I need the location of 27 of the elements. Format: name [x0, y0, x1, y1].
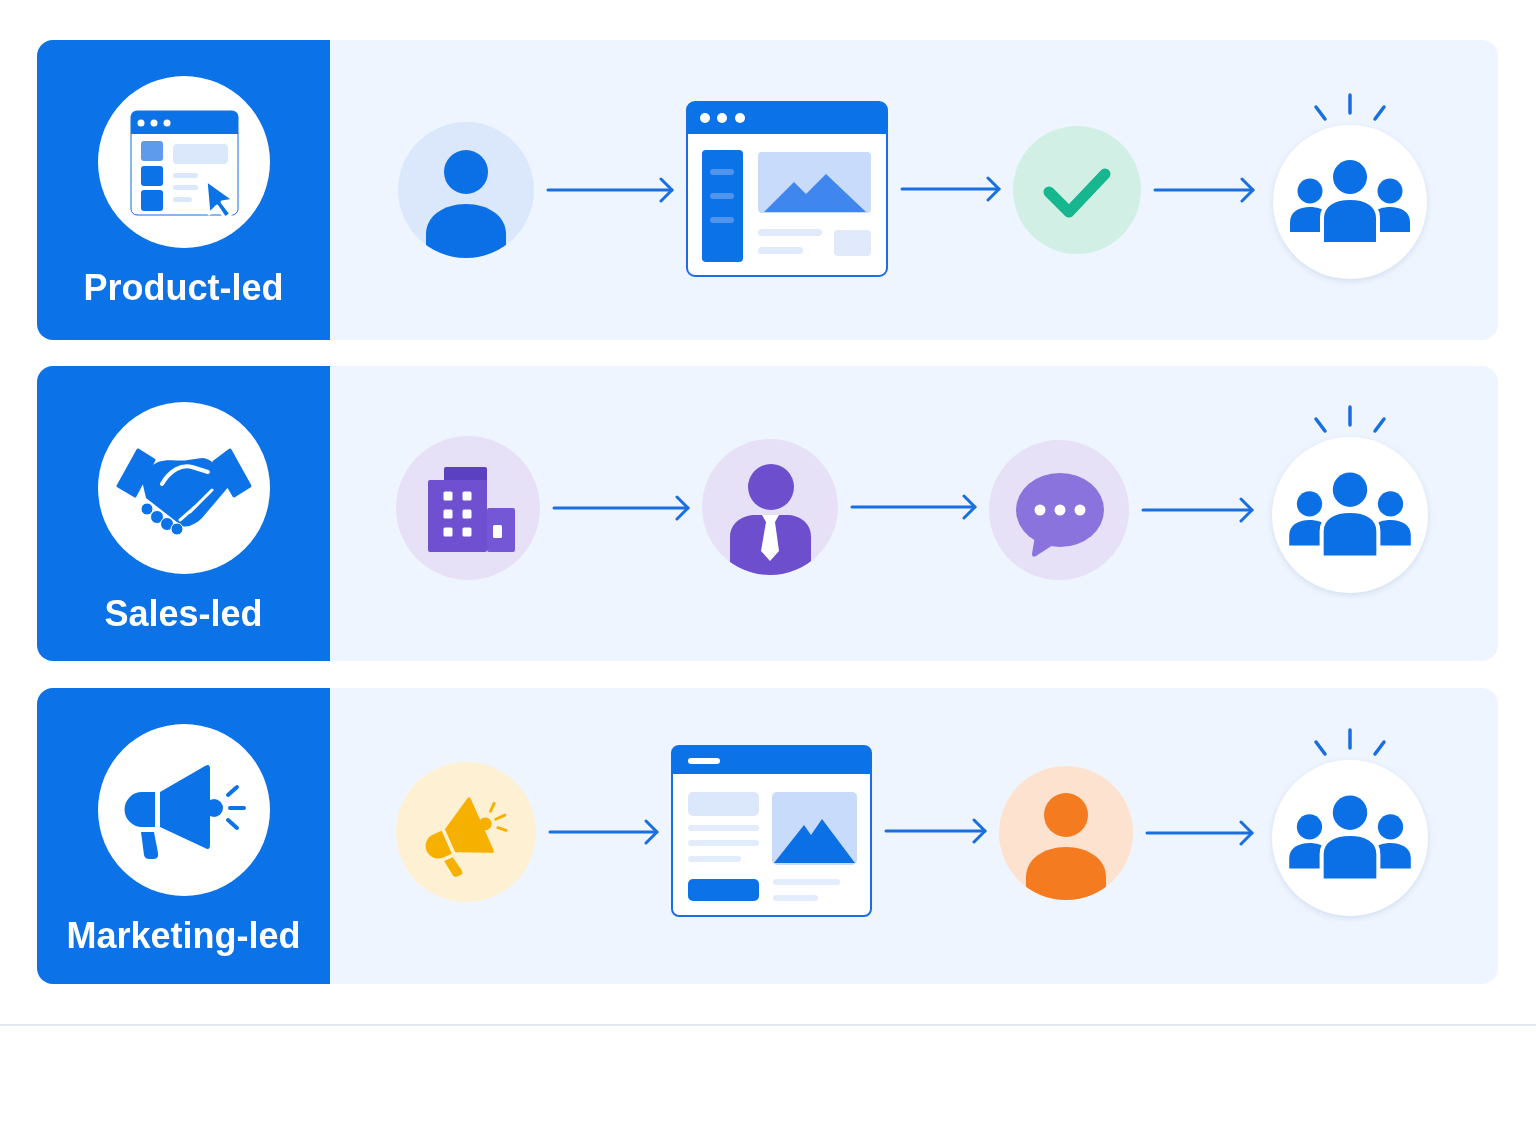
- arrow: [1141, 497, 1254, 523]
- arrow: [1145, 820, 1254, 846]
- person-icon: [398, 122, 534, 258]
- row-title: Sales-led: [104, 594, 263, 634]
- chat-bubble-icon: [989, 440, 1129, 580]
- category-panel: [37, 366, 330, 661]
- row-band: [37, 688, 1498, 984]
- arrow: [552, 495, 690, 521]
- category-panel: [37, 688, 330, 984]
- businessman-icon: [702, 439, 838, 575]
- arrow: [546, 177, 674, 203]
- web-page-illustration: [671, 745, 872, 917]
- arrow: [1153, 177, 1255, 203]
- row-title: Marketing-led: [66, 916, 301, 956]
- category-panel: [37, 40, 330, 340]
- arrow: [900, 176, 1001, 202]
- browser-window-illustration: [686, 101, 888, 277]
- arrow: [548, 819, 659, 845]
- row-band: [37, 40, 1498, 340]
- building-icon: [396, 436, 540, 580]
- person-icon: [999, 766, 1133, 900]
- row-title: Product-led: [83, 268, 284, 308]
- arrow: [850, 494, 977, 520]
- checkmark-icon: [1013, 126, 1141, 254]
- row-band: [37, 366, 1498, 661]
- megaphone-icon: [396, 762, 536, 902]
- arrow: [884, 818, 987, 844]
